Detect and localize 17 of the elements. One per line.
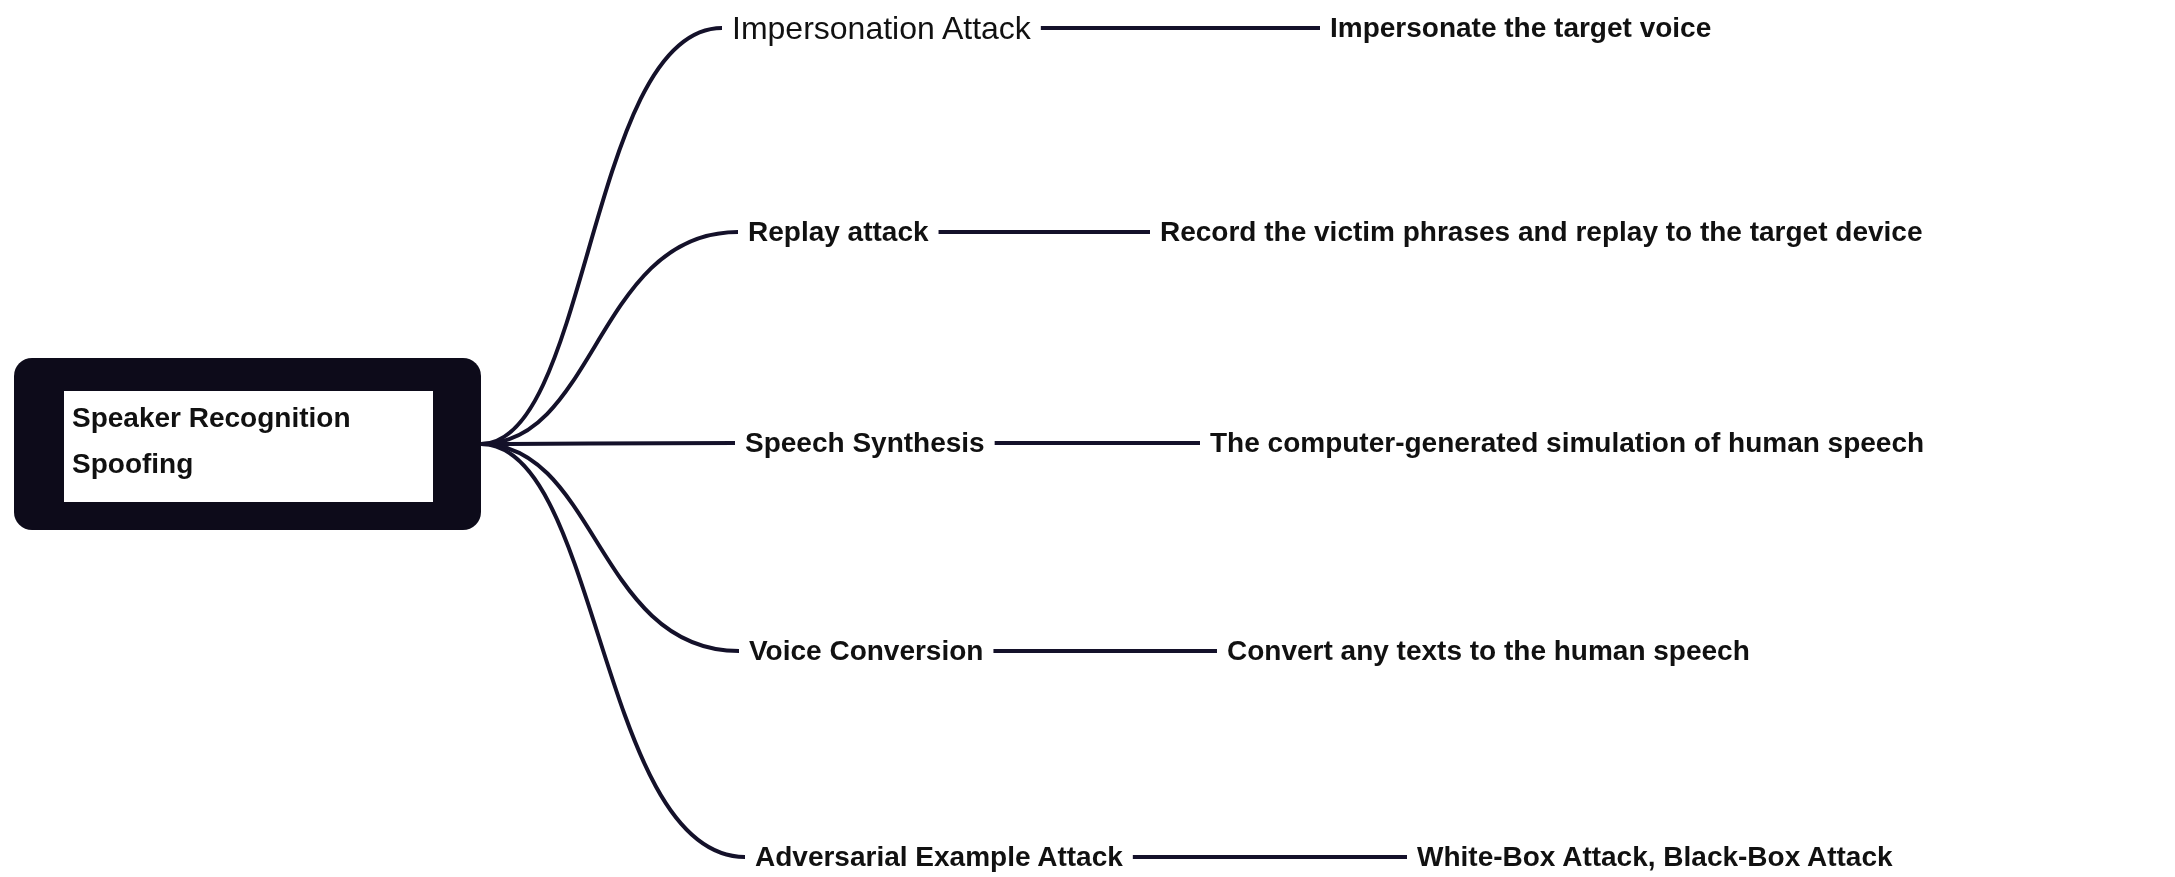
category-label: Adversarial Example Attack [745,837,1133,877]
description-text: Impersonate the target voice [1320,8,1722,48]
description-text: White-Box Attack, Black-Box Attack [1407,837,1903,877]
category-label: Impersonation Attack [722,5,1041,51]
description-text: The computer-generated simulation of human speech [1200,423,1935,463]
category-label: Speech Synthesis [735,423,995,463]
description-text: Record the victim phrases and replay to the target device [1150,212,1933,252]
description-text: Convert any texts to the human speech [1217,631,1760,671]
connector-line [938,230,1150,234]
connector-line [993,649,1217,653]
category-label: Voice Conversion [739,631,994,671]
connector-line [1040,26,1320,30]
root-label: Speaker Recognition Spoofing [64,391,433,502]
connector-line [994,441,1200,445]
root-box [14,358,481,530]
connector-line [1132,855,1407,859]
category-label: Replay attack [738,212,939,252]
